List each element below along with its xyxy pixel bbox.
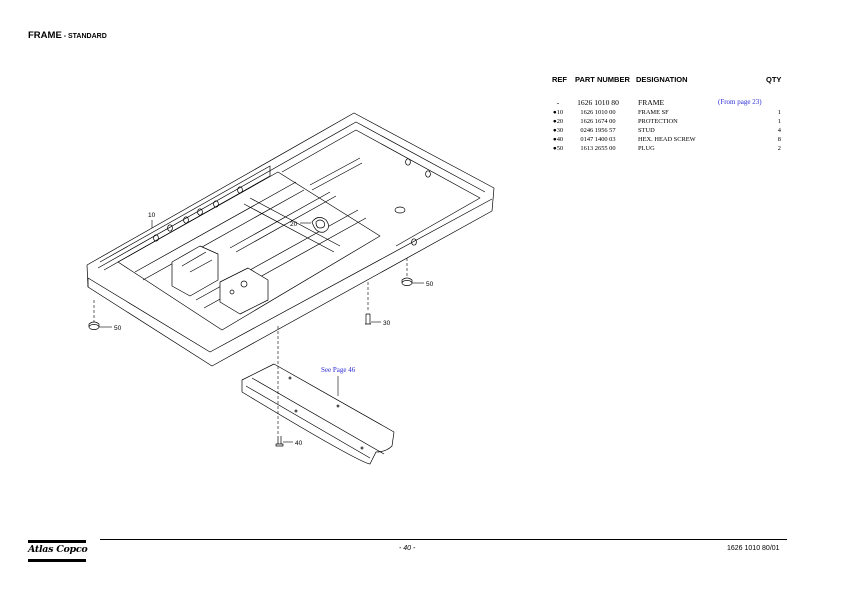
engine-bracket-right — [219, 267, 269, 315]
qty-cell: 1 — [777, 109, 781, 116]
designation-cell: STUD — [638, 127, 655, 134]
part-number-cell: 1626 1010 00 — [580, 109, 616, 116]
engine-bracket-left — [171, 245, 219, 297]
stud-part — [365, 313, 371, 325]
title-sub: - STANDARD — [61, 33, 107, 40]
plug-right — [401, 280, 413, 286]
page-number: - 40 - — [399, 545, 416, 552]
table-row: - 1626 1010 80 FRAME (From page 23) — [548, 98, 788, 107]
table-row: ●20 1626 1674 00 PROTECTION 1 — [548, 118, 788, 127]
logo-text: Atlas Copco — [28, 544, 88, 555]
part-number-cell: 1613 2655 00 — [580, 145, 616, 152]
col-header-qty: QTY — [766, 75, 782, 84]
table-row: ●40 0147 1400 03 HEX. HEAD SCREW 8 — [548, 136, 788, 145]
qty-cell: 8 — [777, 136, 781, 143]
title-main: FRAME — [28, 30, 62, 41]
skid-rail — [241, 363, 395, 465]
designation-cell: FRAME — [638, 98, 665, 107]
page-title: FRAME - STANDARD — [28, 30, 107, 41]
protection-part — [311, 217, 329, 233]
table-row: ●30 0246 1956 57 STUD 4 — [548, 127, 788, 136]
designation-cell: HEX. HEAD SCREW — [638, 136, 696, 143]
ref-cell: - — [556, 98, 560, 107]
part-number-cell: 1626 1010 80 — [577, 98, 619, 107]
table-row: ●50 1613 2655 00 PLUG 2 — [548, 145, 788, 154]
callout-30: 30 — [383, 320, 391, 327]
ref-cell: ●20 — [552, 118, 564, 125]
ref-cell: ●40 — [552, 136, 564, 143]
ref-cell: ●50 — [552, 145, 564, 152]
footer-divider — [100, 539, 787, 540]
logo-bar-top — [28, 540, 86, 543]
from-page-link[interactable]: (From page 23) — [718, 98, 762, 106]
see-page-link[interactable]: See Page 46 — [321, 366, 356, 374]
table-row: ●10 1626 1010 00 FRAME SF 1 — [548, 109, 788, 118]
qty-cell: 1 — [777, 118, 781, 125]
callout-50-right: 50 — [426, 281, 434, 288]
part-number-cell: 0246 1956 57 — [580, 127, 616, 134]
col-header-ref: REF — [552, 75, 567, 84]
ref-cell: ●30 — [552, 127, 564, 134]
frame-exploded-diagram: 10 20 50 50 30 40 — [86, 112, 495, 465]
plug-left — [88, 324, 100, 330]
ref-cell: ●10 — [552, 109, 564, 116]
logo-bar-bottom — [28, 559, 86, 562]
col-header-part-number: PART NUMBER — [575, 75, 630, 84]
part-number-cell: 1626 1674 00 — [580, 118, 616, 125]
atlas-copco-logo: Atlas Copco — [28, 537, 90, 569]
callout-50-left: 50 — [114, 325, 122, 332]
qty-cell: 4 — [777, 127, 781, 134]
document-number: 1626 1010 80/01 — [727, 545, 780, 552]
col-header-designation: DESIGNATION — [636, 75, 688, 84]
callout-20: 20 — [290, 221, 298, 228]
designation-cell: FRAME SF — [638, 109, 669, 116]
screw-part — [275, 436, 284, 447]
callout-10: 10 — [148, 212, 156, 219]
designation-cell: PROTECTION — [638, 118, 678, 125]
qty-cell: 2 — [777, 145, 781, 152]
part-number-cell: 0147 1400 03 — [580, 136, 616, 143]
callout-40: 40 — [295, 440, 303, 447]
designation-cell: PLUG — [638, 145, 655, 152]
